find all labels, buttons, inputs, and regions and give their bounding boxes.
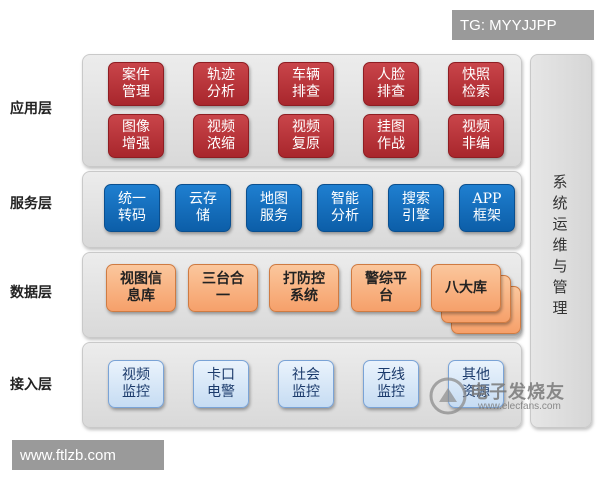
access-box-wireless-monitor: 无线 监控 xyxy=(363,360,419,408)
app-box-case-management: 案件 管理 xyxy=(108,62,164,106)
ops-management-char: 与 xyxy=(552,257,568,275)
access-box-checkpoint: 卡口 电警 xyxy=(193,360,249,408)
service-box-map-service: 地图 服务 xyxy=(246,184,302,232)
ops-management-char: 理 xyxy=(552,299,568,317)
layer-label-data: 数据层 xyxy=(10,285,52,301)
footer-url-tag: www.ftlzb.com xyxy=(12,440,164,470)
app-box-face-check: 人脸 排查 xyxy=(363,62,419,106)
ops-management-char: 运 xyxy=(552,215,568,233)
elecfans-logo-icon xyxy=(429,377,467,415)
service-box-search-engine: 搜索 引擎 xyxy=(388,184,444,232)
access-box-other-resources: 其他 资源 xyxy=(448,360,504,408)
app-box-map-operation: 挂图 作战 xyxy=(363,114,419,158)
app-box-trajectory-analysis: 轨迹 分析 xyxy=(193,62,249,106)
access-box-social-monitor: 社会 监控 xyxy=(278,360,334,408)
layer-label-service: 服务层 xyxy=(10,196,52,212)
service-box-transcode: 统一 转码 xyxy=(104,184,160,232)
service-box-cloud-storage: 云存 储 xyxy=(175,184,231,232)
data-box-three-in-one: 三台合 一 xyxy=(188,264,258,312)
elecfans-logo-sub: www.elecfans.com xyxy=(478,401,561,412)
layer-label-app: 应用层 xyxy=(10,101,52,117)
app-box-image-enhance: 图像 增强 xyxy=(108,114,164,158)
app-box-snapshot-search: 快照 检索 xyxy=(448,62,504,106)
app-box-video-condense: 视频 浓缩 xyxy=(193,114,249,158)
ops-management-panel xyxy=(530,54,592,428)
data-box-prevention-system: 打防控 系统 xyxy=(269,264,339,312)
access-box-video-monitor: 视频 监控 xyxy=(108,360,164,408)
ops-management-char: 维 xyxy=(552,236,568,254)
data-box-view-info-db: 视图信 息库 xyxy=(106,264,176,312)
data-box-eight-databases: 八大库 xyxy=(431,264,501,312)
ops-management-label: 系统运维与管理 xyxy=(549,172,571,319)
ops-management-char: 管 xyxy=(552,278,568,296)
service-box-smart-analysis: 智能 分析 xyxy=(317,184,373,232)
service-box-app-framework: APP 框架 xyxy=(459,184,515,232)
app-box-video-editing: 视频 非编 xyxy=(448,114,504,158)
app-box-vehicle-check: 车辆 排查 xyxy=(278,62,334,106)
ops-management-char: 系 xyxy=(552,173,568,191)
app-box-video-restore: 视频 复原 xyxy=(278,114,334,158)
data-box-police-platform: 警综平 台 xyxy=(351,264,421,312)
ops-management-char: 统 xyxy=(552,194,568,212)
watermark-tag: TG: MYYJJPP xyxy=(452,10,594,40)
elecfans-logo-main: 电子发烧友 xyxy=(470,382,565,402)
layer-label-access: 接入层 xyxy=(10,377,52,393)
elecfans-logo: 电子发烧友 www.elecfans.com xyxy=(428,374,598,418)
